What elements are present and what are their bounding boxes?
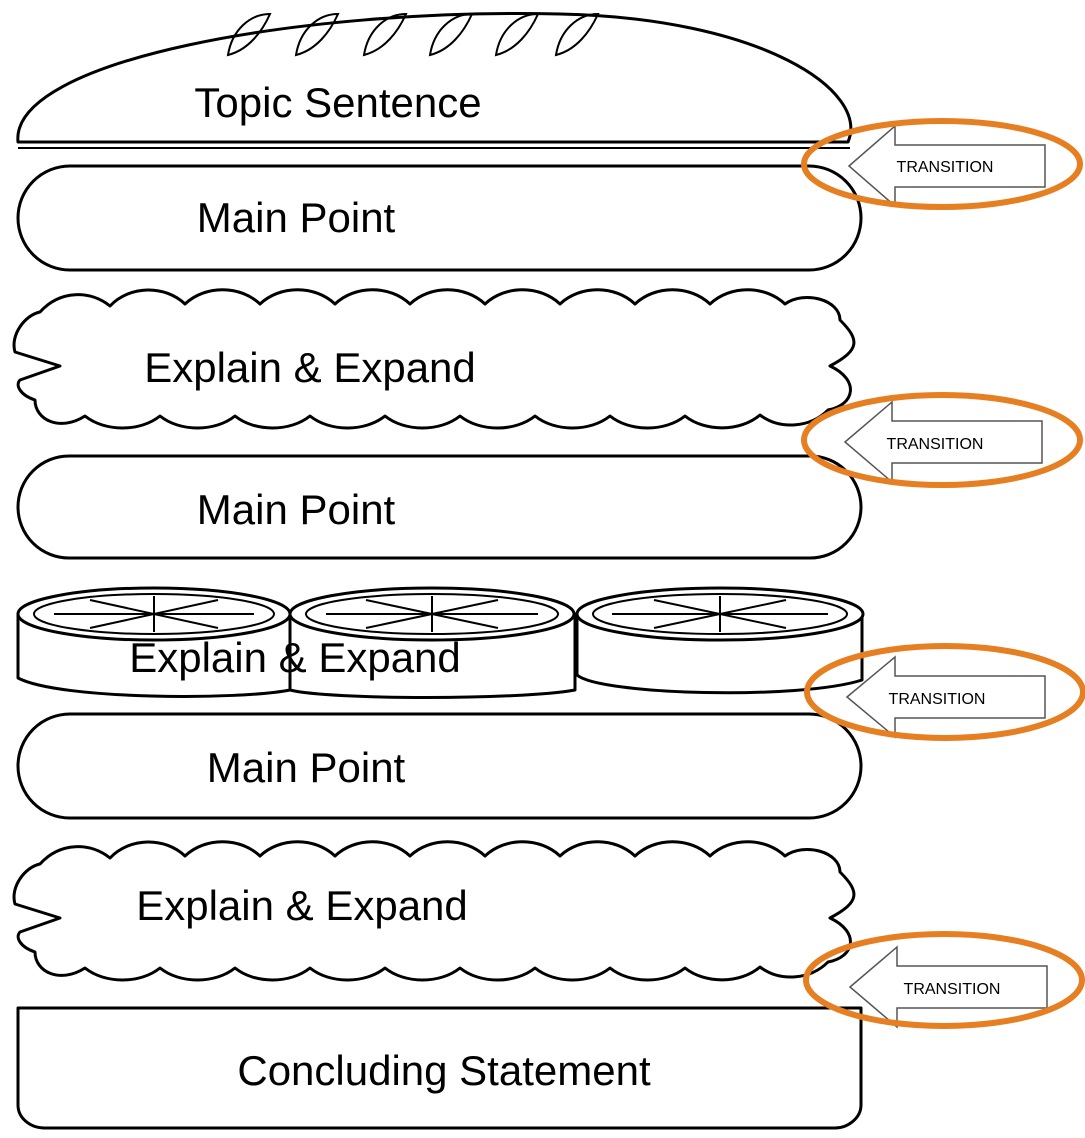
- sesame-seeds: [226, 12, 600, 57]
- transition-label-1: TRANSITION: [897, 159, 994, 176]
- transition-2: TRANSITION: [801, 392, 1083, 488]
- main-point-label-2: Main Point: [197, 486, 396, 533]
- lettuce-layer-1: Explain & Expand: [12, 288, 856, 430]
- transition-1: TRANSITION: [801, 118, 1083, 210]
- bottom-bun: Concluding Statement: [16, 1006, 863, 1130]
- lettuce-layer-2: Explain & Expand: [12, 840, 856, 982]
- topic-sentence-label: Topic Sentence: [194, 79, 481, 126]
- main-point-label-1: Main Point: [197, 194, 396, 241]
- top-bun: Topic Sentence: [16, 12, 853, 149]
- transition-label-2: TRANSITION: [887, 436, 984, 453]
- transition-label-4: TRANSITION: [904, 981, 1001, 998]
- transition-3: TRANSITION: [804, 643, 1085, 741]
- main-point-label-3: Main Point: [207, 744, 406, 791]
- highlight-ring-4: [803, 931, 1085, 1029]
- main-point-layer-3: Main Point: [16, 712, 863, 820]
- transition-label-3: TRANSITION: [889, 691, 986, 708]
- explain-expand-label-1: Explain & Expand: [144, 344, 476, 391]
- explain-expand-label-2: Explain & Expand: [129, 634, 461, 681]
- highlight-ring-3: [804, 643, 1085, 741]
- explain-expand-label-3: Explain & Expand: [136, 882, 468, 929]
- highlight-ring-2: [801, 392, 1083, 488]
- main-point-layer-2: Main Point: [16, 454, 863, 560]
- concluding-statement-label: Concluding Statement: [237, 1047, 651, 1094]
- transition-4: TRANSITION: [803, 931, 1085, 1029]
- main-point-layer-1: Main Point: [16, 164, 863, 272]
- highlight-ring-1: [801, 118, 1083, 210]
- tomato-layer: Explain & Expand: [16, 586, 865, 699]
